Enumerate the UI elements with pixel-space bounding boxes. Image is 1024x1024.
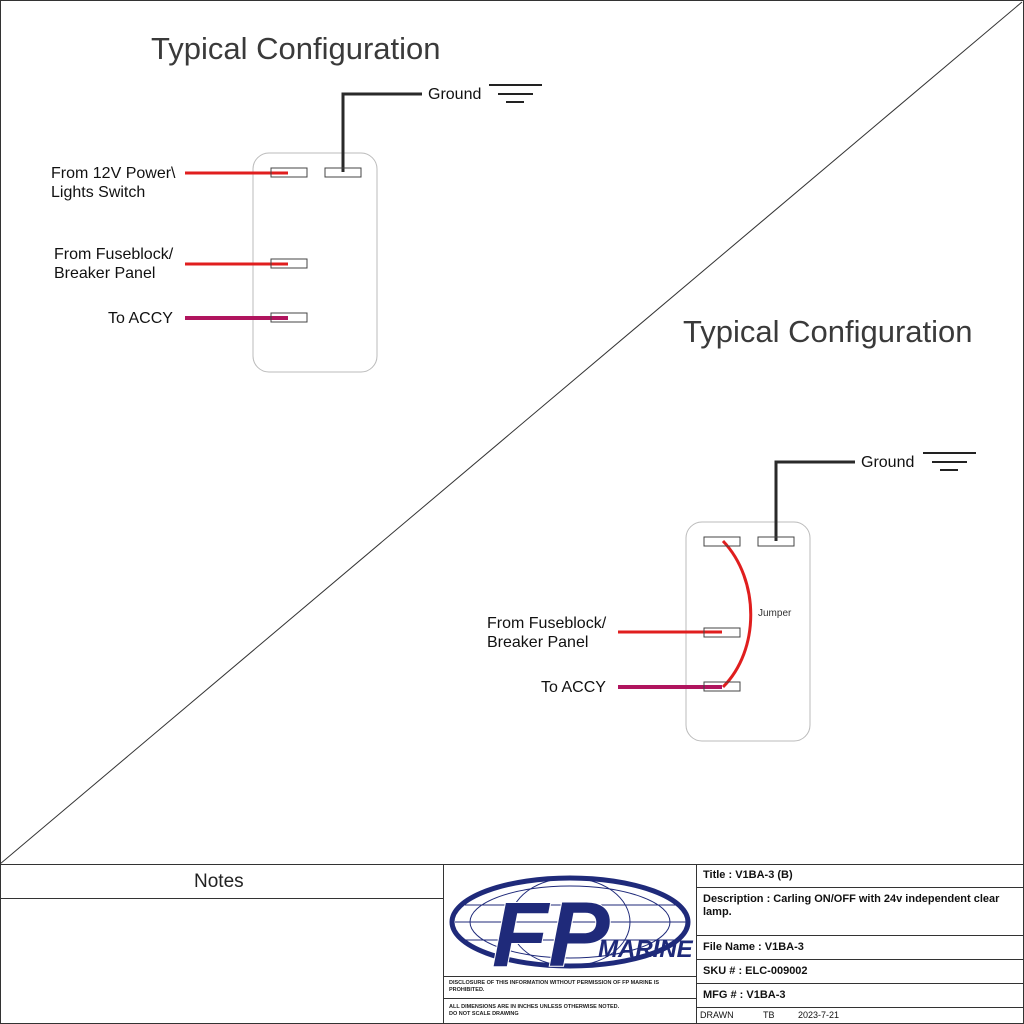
ground-symbol-1 xyxy=(489,84,542,103)
config-2-fuse-label-line1: From Fuseblock/ xyxy=(487,615,607,632)
dimensions-line-1: ALL DIMENSIONS ARE IN INCHES UNLESS OTHE… xyxy=(449,1004,620,1010)
logo-marine-text: MARINE xyxy=(598,936,694,963)
logo-fp-text: FP xyxy=(492,884,610,986)
config-1-power-label-line2: Lights Switch xyxy=(51,184,146,201)
disclosure-text: DISCLOSURE OF THIS INFORMATION WITHOUT P… xyxy=(449,980,660,993)
notes-label: Notes xyxy=(194,871,244,892)
ground-wire-1 xyxy=(341,92,422,172)
terminal-2b xyxy=(757,536,795,547)
terminal-2d xyxy=(703,681,741,692)
file-name-field: File Name : V1BA-3 xyxy=(703,941,804,953)
drawn-label: DRAWN xyxy=(700,1010,734,1020)
title-field: Title : V1BA-3 (B) xyxy=(703,869,793,881)
terminal-1b xyxy=(324,167,362,178)
dimensions-line-2: DO NOT SCALE DRAWING xyxy=(449,1011,519,1017)
diagonal-divider xyxy=(0,1,1023,865)
config-1-fuse-label-line2: Breaker Panel xyxy=(54,265,156,282)
sku-field: SKU # : ELC-009002 xyxy=(703,965,808,977)
title-block-lines xyxy=(0,864,1024,1024)
config-1-power-label-line1: From 12V Power\ xyxy=(51,165,176,182)
config-2-accy-label: To ACCY xyxy=(541,679,606,696)
config-1-ground-label: Ground xyxy=(428,86,482,103)
config-1-fuse-label-line1: From Fuseblock/ xyxy=(54,246,174,263)
mfg-field: MFG # : V1BA-3 xyxy=(703,989,786,1001)
description-field: Description : Carling ON/OFF with 24v in… xyxy=(703,893,1000,918)
ground-symbol-2 xyxy=(923,452,976,471)
config-2-jumper-label: Jumper xyxy=(758,608,792,619)
config-1-title: Typical Configuration xyxy=(151,31,441,66)
drawn-by: TB xyxy=(763,1010,775,1020)
config-2-title: Typical Configuration xyxy=(683,314,973,349)
ground-wire-2 xyxy=(774,460,855,541)
terminal-2c xyxy=(703,627,741,638)
terminal-1c xyxy=(270,258,308,269)
fp-marine-logo: FP MARINE xyxy=(449,875,694,987)
terminal-2a xyxy=(703,536,741,547)
terminal-1d xyxy=(270,312,308,323)
jumper-wire xyxy=(721,539,753,689)
terminal-1a xyxy=(270,167,308,178)
drawn-date: 2023-7-21 xyxy=(798,1010,840,1020)
config-1-accy-label: To ACCY xyxy=(108,310,173,327)
config-2-fuse-label-line2: Breaker Panel xyxy=(487,634,589,651)
config-2-ground-label: Ground xyxy=(861,454,915,471)
